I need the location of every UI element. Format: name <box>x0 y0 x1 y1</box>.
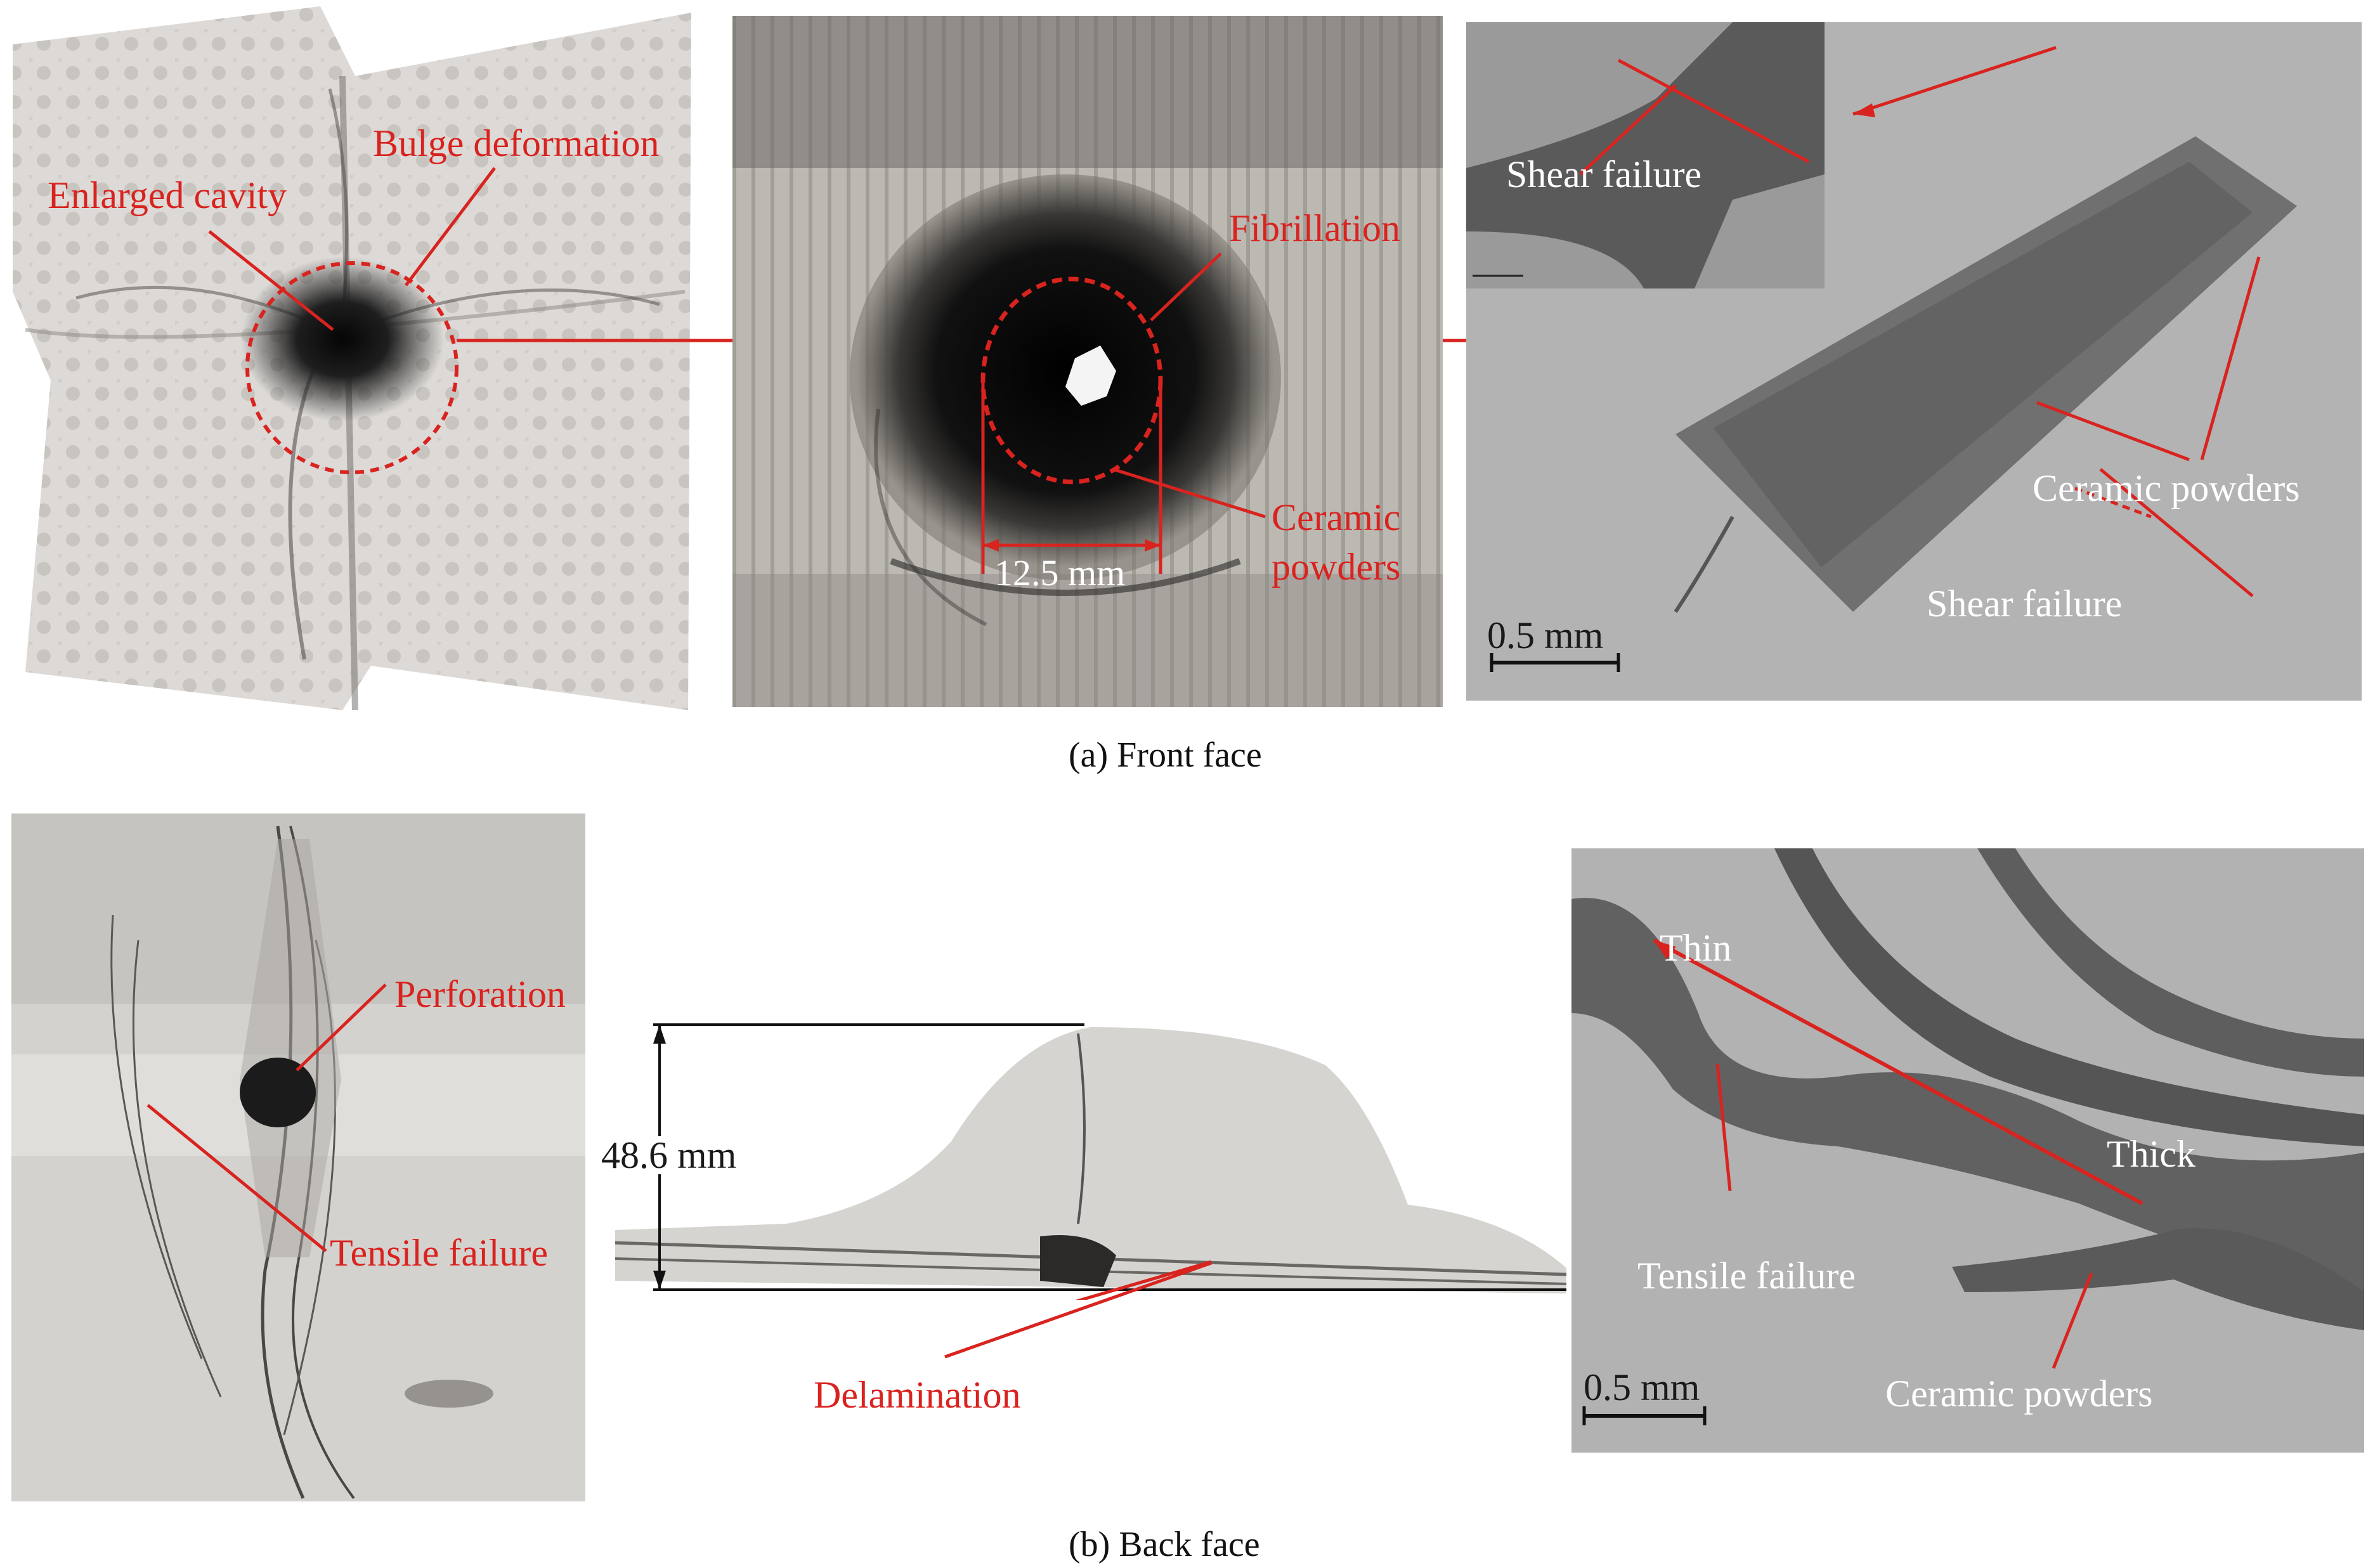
caption-back-face: (b) Back face <box>1069 1525 1260 1564</box>
back-plate-photo <box>11 813 585 1501</box>
back-micrograph <box>1571 848 2364 1453</box>
back-plate-graphic <box>11 813 585 1500</box>
label-shear-failure-front: Shear failure <box>1927 583 2123 625</box>
front-micrograph-graphic <box>1466 22 2297 672</box>
front-hole-graphic <box>732 16 1443 707</box>
back-side-profile-photo <box>596 1014 1573 1300</box>
label-shear-failure-inset: Shear failure <box>1506 153 1702 195</box>
label-hole-diameter: 12.5 mm <box>994 552 1126 593</box>
label-tensile-failure-back: Tensile failure <box>330 1232 548 1274</box>
label-height-48-6: 48.6 mm <box>597 1136 741 1174</box>
scale-label-back: 0.5 mm <box>1584 1366 1700 1408</box>
front-hole-closeup-photo <box>732 16 1443 707</box>
label-perforation: Perforation <box>394 973 566 1015</box>
label-fibrillation: Fibrillation <box>1229 207 1400 249</box>
label-thin: Thin <box>1660 927 1732 969</box>
front-plate-graphic <box>13 6 691 711</box>
scale-label-front: 0.5 mm <box>1487 614 1604 656</box>
back-micrograph-graphic <box>1571 848 2364 1425</box>
label-ceramic-powders-back: Ceramic powders <box>1885 1373 2153 1415</box>
label-thick: Thick <box>2107 1133 2196 1175</box>
label-tensile-failure-micro: Tensile failure <box>1637 1255 1856 1297</box>
label-delamination: Delamination <box>814 1374 1021 1416</box>
front-plate-photo <box>0 0 694 713</box>
label-ceramic-line1: Ceramic <box>1272 496 1401 538</box>
label-ceramic-line2: powders <box>1272 546 1401 588</box>
front-micrograph <box>1466 22 2362 701</box>
label-bulge-deformation: Bulge deformation <box>373 122 660 164</box>
caption-front-face: (a) Front face <box>1069 735 1262 775</box>
back-side-profile-graphic <box>615 1023 1567 1300</box>
label-enlarged-cavity: Enlarged cavity <box>48 174 287 216</box>
label-ceramic-powders-front: Ceramic powders <box>2033 467 2300 509</box>
